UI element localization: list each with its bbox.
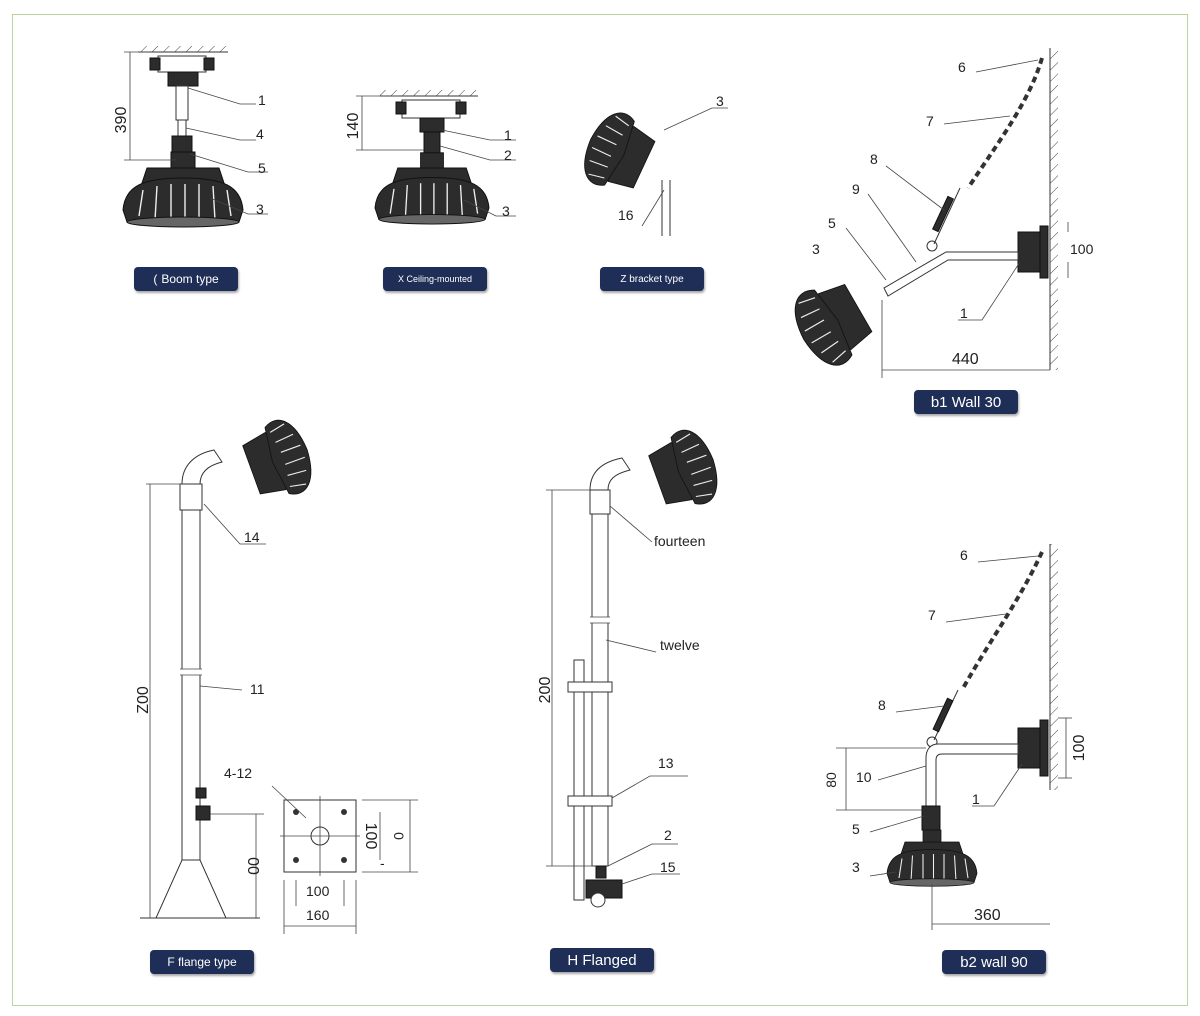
zbracket-callout-16: 16	[618, 207, 634, 223]
wall90-callout-7: 7	[928, 607, 936, 623]
label-flangeF-text: F flange type	[167, 955, 237, 969]
label-boom-prefix: (	[153, 272, 158, 286]
wall-30-figure: 6 7 8 9 5 3 1 100 440	[782, 48, 1094, 378]
flangeF-dim-100v: 100	[362, 823, 379, 850]
flangeF-callout-14: 14	[244, 529, 260, 545]
label-flange-f: F flange type	[150, 950, 254, 974]
wall30-callout-3: 3	[812, 241, 820, 257]
wall30-callout-5: 5	[828, 215, 836, 231]
flangedH-callout-14: fourteen	[654, 533, 705, 549]
ceiling-callout-1: 1	[504, 127, 512, 143]
flangeF-dim-base: 00	[244, 857, 261, 875]
wall90-callout-3: 3	[852, 859, 860, 875]
boom-callout-5: 5	[258, 160, 266, 176]
zbracket-callout-3: 3	[716, 93, 724, 109]
label-ceiling-text: X Ceiling-mounted	[397, 274, 473, 284]
wall30-callout-6: 6	[958, 59, 966, 75]
label-wall-90: b2 wall 90	[942, 950, 1046, 974]
wall90-dim-80: 80	[823, 772, 839, 788]
label-wall-30: b1 Wall 30	[914, 390, 1018, 414]
z-bracket-figure: 3 16	[573, 93, 728, 236]
wall-90-figure: 6 7 8 10 5 3 1 80 100 360	[823, 544, 1088, 930]
flange-f-figure: Z00 14 11 00 4-12 100 160 100 0 -	[135, 413, 418, 934]
label-ceiling-mounted: X Ceiling-mounted	[383, 267, 487, 291]
flangeF-dim-holes: 4-12	[224, 765, 252, 781]
label-wall30-text: b1 Wall 30	[930, 393, 1002, 411]
wall90-dim-100: 100	[1071, 735, 1088, 762]
wall90-callout-5: 5	[852, 821, 860, 837]
label-z-bracket: Z bracket type	[600, 267, 704, 291]
ceiling-dim-140: 140	[345, 113, 362, 140]
flangedH-callout-2: 2	[664, 827, 672, 843]
ceiling-callout-2: 2	[504, 147, 512, 163]
flangedH-callout-15: 15	[660, 859, 676, 875]
flangeF-dim-160: 160	[306, 907, 330, 923]
ceiling-mounted-figure: 140 1 2 3	[345, 90, 516, 225]
label-zbracket-text: Z bracket type	[620, 273, 684, 285]
wall90-callout-6: 6	[960, 547, 968, 563]
wall90-callout-10: 10	[856, 769, 872, 785]
wall90-callout-8: 8	[878, 697, 886, 713]
label-flanged-h: H Flanged	[550, 948, 654, 972]
boom-callout-3: 3	[256, 201, 264, 217]
flangedH-callout-12: twelve	[660, 637, 700, 653]
wall90-dim-360: 360	[974, 907, 1001, 924]
flangeF-dim-height: Z00	[135, 686, 152, 714]
boom-callout-4: 4	[256, 126, 264, 142]
label-wall90-text: b2 wall 90	[960, 953, 1028, 971]
wall30-dim-100: 100	[1070, 241, 1094, 257]
wall30-callout-1: 1	[960, 305, 968, 321]
flangeF-callout-11: 11	[250, 681, 265, 697]
wall30-dim-440: 440	[952, 351, 979, 368]
flangeF-dim-dash: -	[380, 855, 385, 871]
wall90-callout-1: 1	[972, 791, 980, 807]
wall30-callout-7: 7	[926, 113, 934, 129]
wall30-callout-9: 9	[852, 181, 860, 197]
flangeF-dim-0: 0	[391, 832, 407, 840]
boom-dim-390: 390	[113, 107, 130, 134]
label-boom-type: ( Boom type	[134, 267, 238, 291]
label-boom-text: Boom type	[161, 272, 219, 286]
flangedH-callout-13: 13	[658, 755, 674, 771]
figure-frame	[12, 14, 1188, 1006]
ceiling-callout-3: 3	[502, 203, 510, 219]
wall30-callout-8: 8	[870, 151, 878, 167]
flanged-h-figure: 200 fourteen twelve 13 2 15	[537, 423, 727, 908]
flangeF-dim-100: 100	[306, 883, 330, 899]
flangedH-dim-height: 200	[537, 677, 554, 704]
boom-type-figure: 390 1 4 5 3	[113, 46, 268, 228]
boom-callout-1: 1	[258, 92, 266, 108]
label-flangedH-text: H Flanged	[567, 951, 637, 969]
